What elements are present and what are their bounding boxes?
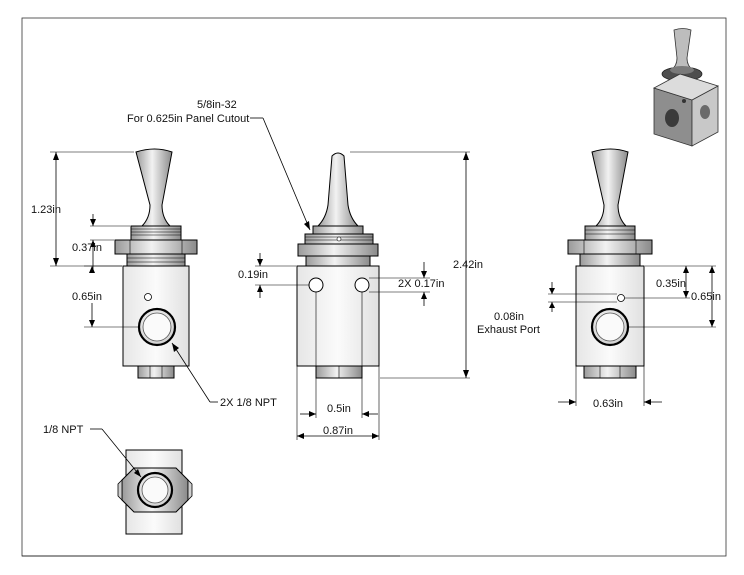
hole-offset-label: 0.19in: [238, 269, 268, 281]
bottom-view: 1/8 NPT: [43, 424, 193, 535]
hole-spacing-label: 0.5in: [327, 403, 351, 415]
port-height-right-label: 0.65in: [691, 291, 721, 303]
toggle-handle-side: [316, 152, 360, 227]
side-view: 5/8in-32 For 0.625in Panel Cutout 2.42in…: [127, 99, 483, 440]
hole-dia-label: 2X 0.17in: [398, 278, 444, 290]
isometric-view: [652, 28, 720, 147]
depth-width-label: 0.63in: [593, 398, 623, 410]
panel-cutout-label: For 0.625in Panel Cutout: [127, 113, 249, 125]
rear-view: 0.35in 0.65in 0.08in Exhaust Port 0.63in: [477, 148, 721, 410]
bottom-port-label: 1/8 NPT: [43, 424, 84, 436]
total-height-label: 2.42in: [453, 259, 483, 271]
handle-height-label: 1.23in: [31, 204, 61, 216]
exhaust-offset-label: 0.35in: [656, 278, 686, 290]
toggle-handle: [135, 148, 173, 227]
port-callout-label: 2X 1/8 NPT: [220, 397, 277, 409]
panel-nut: [114, 239, 198, 255]
panel-nut-side: [297, 243, 379, 257]
toggle-handle-rear: [591, 148, 629, 227]
nut-height-label: 0.37in: [72, 242, 102, 254]
thread-spec-label: 5/8in-32: [197, 99, 237, 111]
port-height-label: 0.65in: [72, 291, 102, 303]
exhaust-port-label: Exhaust Port: [477, 324, 540, 336]
exhaust-size-label: 0.08in: [494, 311, 524, 323]
body-width-label: 0.87in: [323, 425, 353, 437]
panel-nut-rear: [567, 239, 653, 255]
front-view: 1.23in 0.37in 0.65in 2X 1/8 NPT: [31, 148, 277, 409]
